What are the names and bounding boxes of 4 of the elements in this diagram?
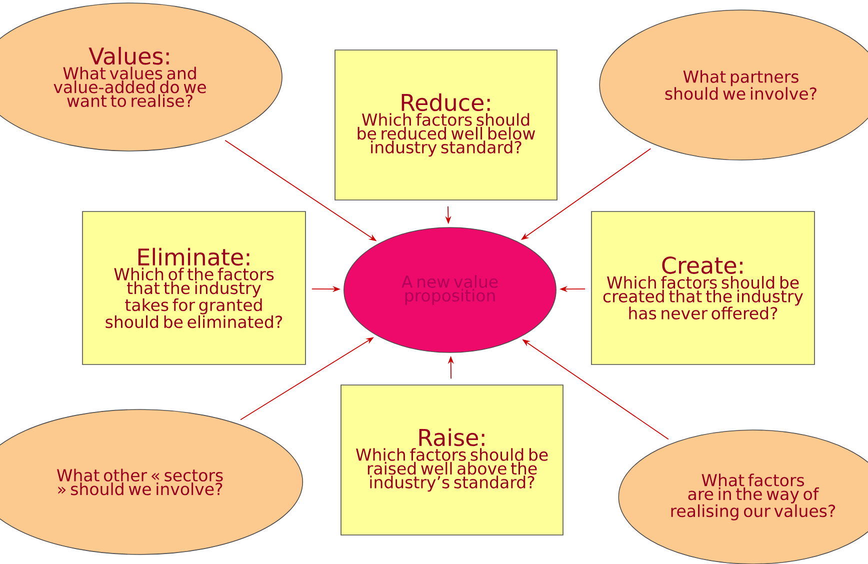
question-box: Create: Which factors should be created that the industry has never offered? — [591, 211, 815, 365]
question-box: Reduce: Which factors should be reduced well below industry standard? — [334, 50, 558, 200]
question-box: Raise: Which factors should be raised well above the industry’s standard? — [340, 384, 564, 536]
question-box: Eliminate: Which of the factors that the industry takes for granted should be eliminated? — [82, 211, 306, 365]
